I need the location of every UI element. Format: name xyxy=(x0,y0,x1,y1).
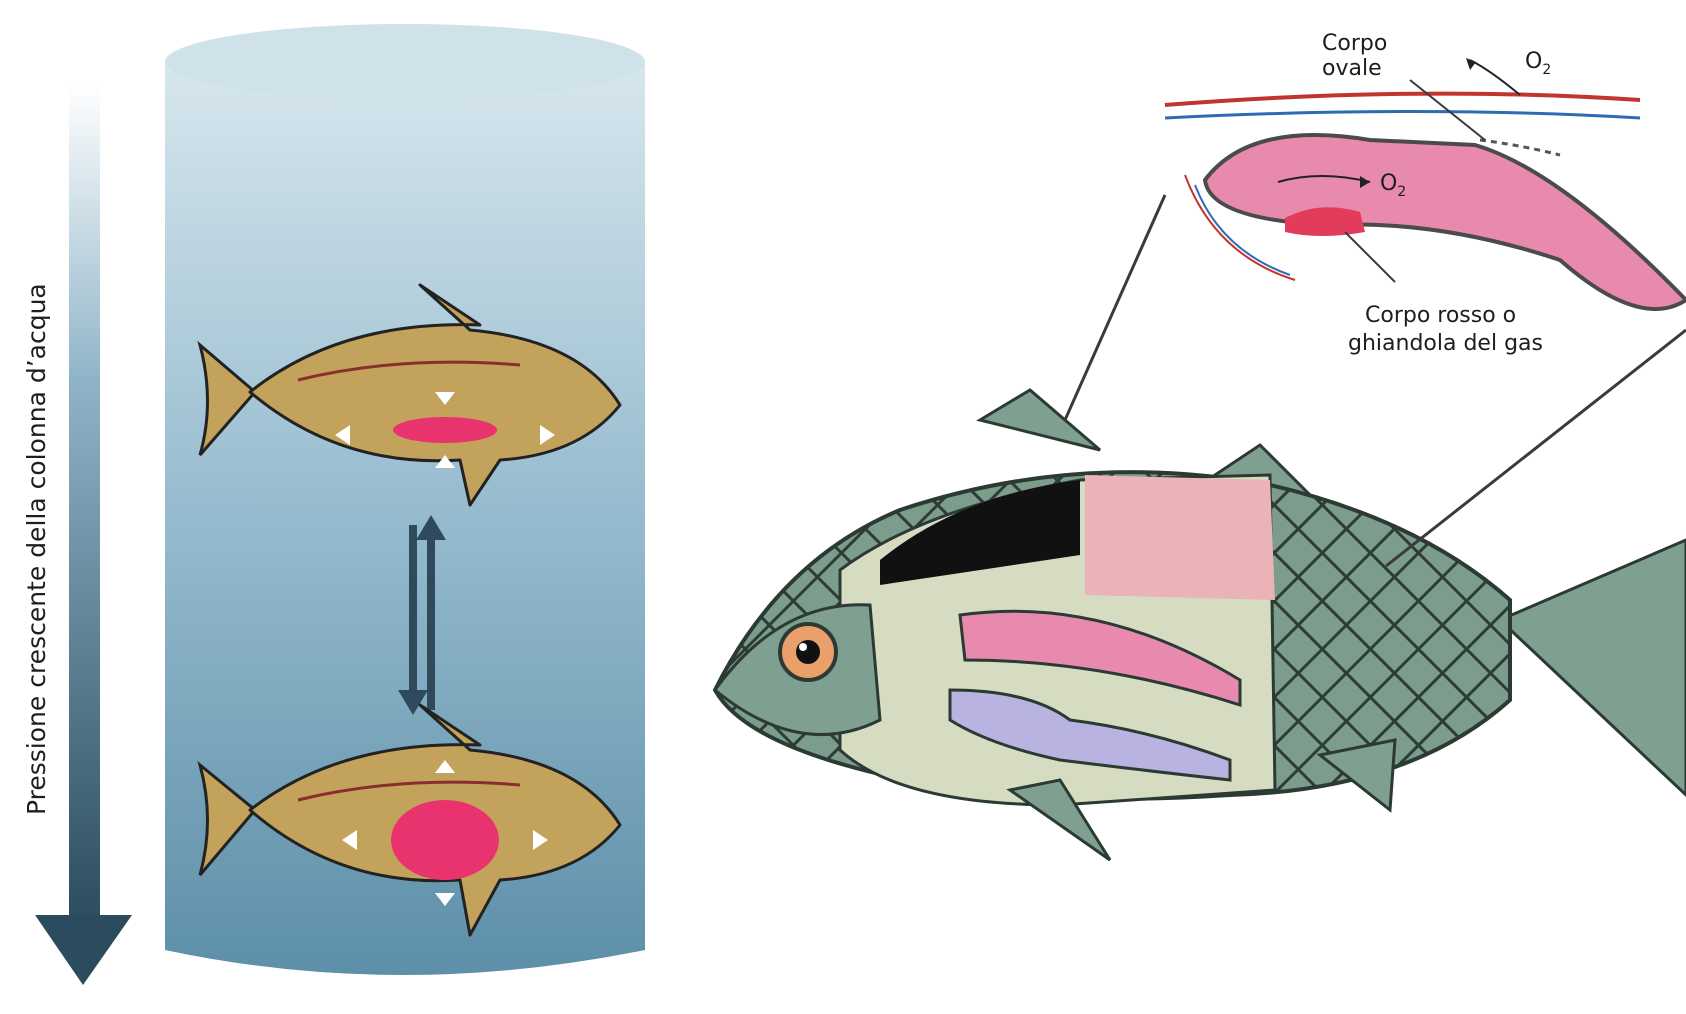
swim-bladder-large xyxy=(391,800,499,880)
fish-anatomy xyxy=(715,390,1686,860)
corpo-rosso-label-line2: ghiandola del gas xyxy=(1348,331,1543,356)
pressure-axis-label: Pressione crescente della colonna d’acqu… xyxy=(22,283,51,815)
swim-bladder-detail xyxy=(1165,58,1686,309)
corpo-rosso-label-line1: Corpo rosso o xyxy=(1365,303,1516,328)
corpo-ovale-label-line1: Corpo xyxy=(1322,31,1387,56)
corpo-ovale-label-line2: ovale xyxy=(1322,56,1382,81)
oxygen-top-label: O2 xyxy=(1525,49,1551,78)
swim-bladder-small xyxy=(393,417,497,443)
